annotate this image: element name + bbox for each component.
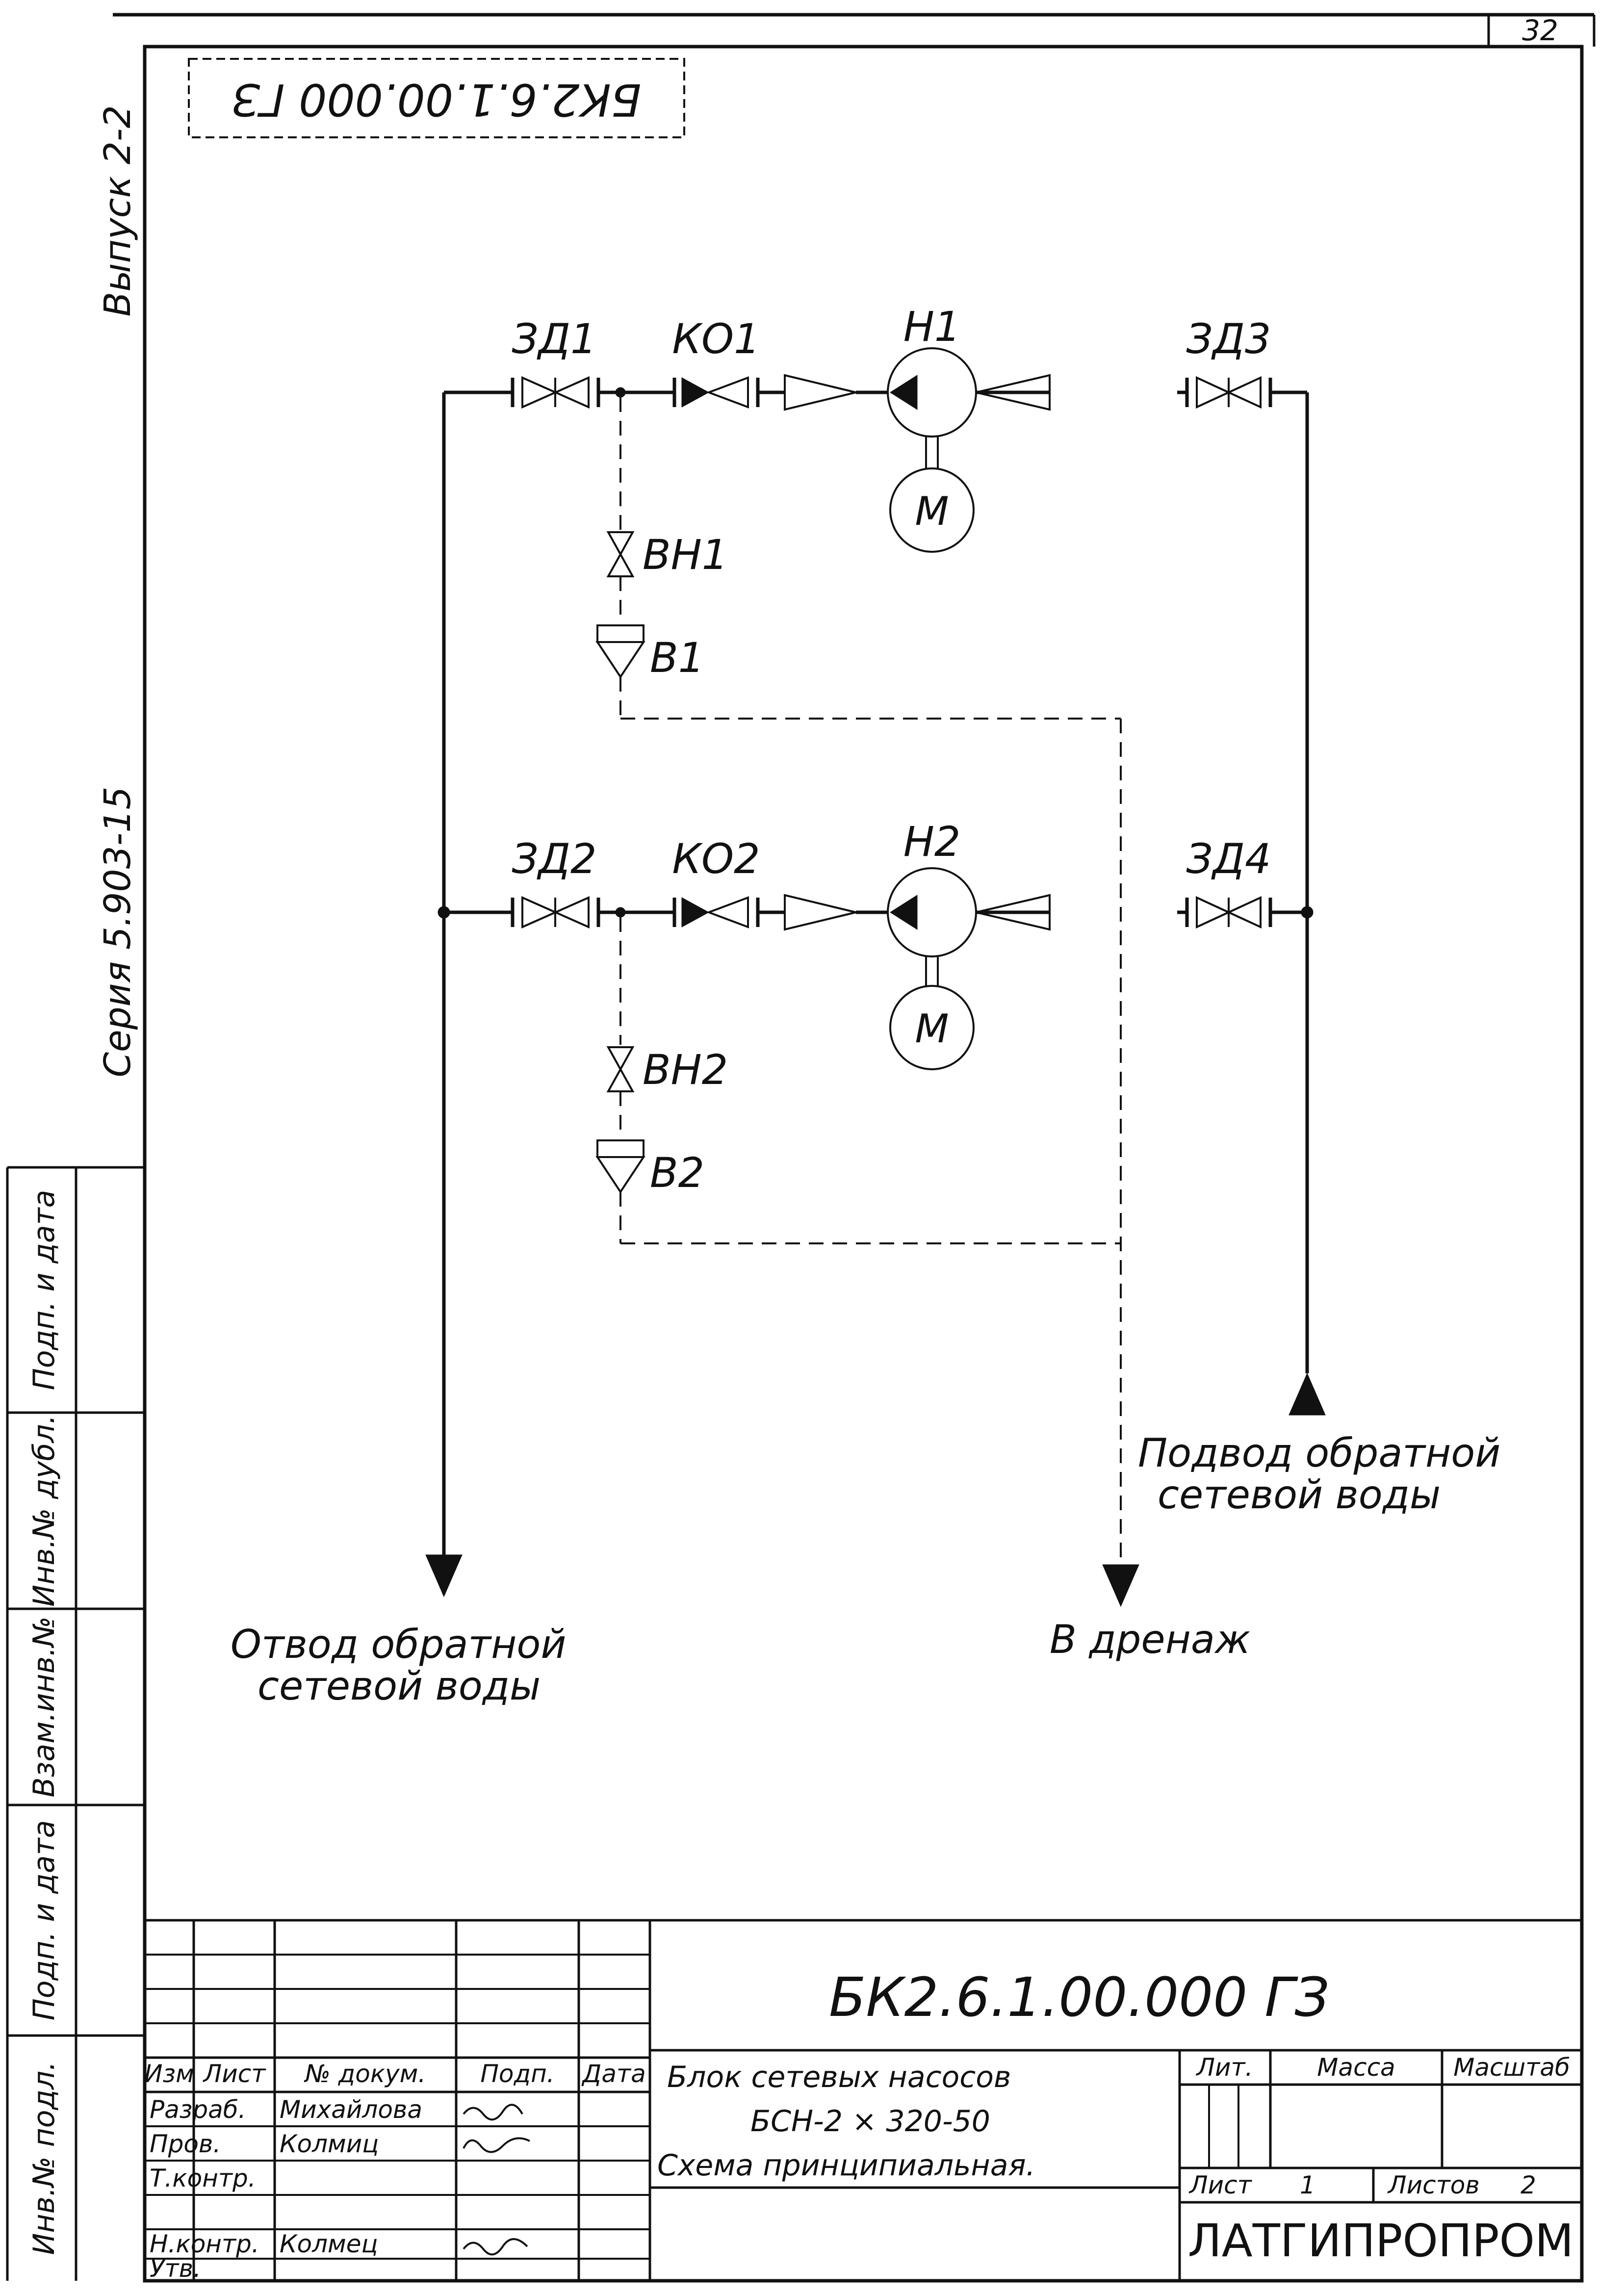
col-header-date: Дата bbox=[581, 2060, 645, 2088]
motor-2 bbox=[889, 985, 975, 1070]
col-header-sheet: Лист bbox=[203, 2060, 267, 2088]
role-tech-control: Т.контр. bbox=[150, 2164, 256, 2192]
sheet-number: 32 bbox=[1522, 14, 1558, 47]
title-block bbox=[145, 1919, 1582, 2281]
title-name-line2: БСН-2 × 320-50 bbox=[750, 2104, 990, 2139]
left-stamp-strip bbox=[6, 1166, 145, 2281]
role-approver: Утв. bbox=[150, 2254, 201, 2283]
name-checker: Колмиц bbox=[280, 2130, 379, 2158]
pump-n1 bbox=[887, 347, 977, 468]
pump-n2 bbox=[887, 867, 977, 986]
drawing-frame bbox=[113, 13, 1596, 2283]
sheet-label: Лист bbox=[1188, 2171, 1253, 2199]
drain-collector bbox=[1102, 719, 1139, 1607]
pump-line-2 bbox=[438, 906, 1314, 919]
inlet-note-line2: сетевой воды bbox=[1158, 1472, 1441, 1518]
series-label: Серия 5.903-15 bbox=[97, 786, 139, 1077]
title-designation: БК2.6.1.00.000 ГЗ bbox=[829, 1966, 1329, 2029]
check-valve-ko2 bbox=[672, 896, 760, 928]
organization-name: ЛАТГИПРОПРОМ bbox=[1188, 2215, 1574, 2267]
drain-note: В дренаж bbox=[1050, 1617, 1250, 1662]
label-n2: Н2 bbox=[903, 818, 961, 866]
label-n1: Н1 bbox=[903, 303, 961, 351]
reducer-1-left bbox=[784, 374, 856, 411]
col-header-doc-number: № докум. bbox=[304, 2060, 426, 2088]
reducer-1-right bbox=[976, 374, 1051, 411]
title-name-line1: Блок сетевых насосов bbox=[667, 2060, 1011, 2094]
margin-field-replace-inv: Взам.инв.№ bbox=[27, 1616, 61, 1797]
outlet-note-line1: Отвод обратной bbox=[231, 1622, 566, 1667]
sheets-value: 2 bbox=[1521, 2171, 1536, 2199]
motor-1 bbox=[889, 467, 975, 553]
margin-field-sign-date-2: Подп. и дата bbox=[27, 1820, 61, 2021]
motor-1-label: М bbox=[915, 489, 949, 534]
role-norm-control: Н.контр. bbox=[150, 2230, 259, 2258]
issue-label: Выпуск 2-2 bbox=[97, 105, 139, 316]
scale-label: Масштаб bbox=[1453, 2053, 1570, 2082]
label-vn2: ВН2 bbox=[643, 1046, 728, 1094]
margin-field-sign-date-1: Подп. и дата bbox=[27, 1190, 61, 1391]
motor-2-label: М bbox=[915, 1006, 949, 1052]
sheets-label: Листов bbox=[1387, 2171, 1480, 2199]
label-zd3: ЗД3 bbox=[1186, 315, 1271, 363]
gate-valve-zd3 bbox=[1185, 376, 1272, 409]
margin-field-dup-inv: Инв.№ дубл. bbox=[27, 1415, 61, 1606]
sheet-value: 1 bbox=[1300, 2171, 1315, 2199]
label-v1: В1 bbox=[650, 634, 704, 682]
label-zd4: ЗД4 bbox=[1186, 835, 1271, 883]
inlet-note-line1: Подвод обратной bbox=[1138, 1430, 1500, 1476]
name-developer: Михайлова bbox=[280, 2095, 422, 2124]
check-valve-ko1 bbox=[672, 376, 760, 409]
right-collector-pipe bbox=[1289, 392, 1326, 1416]
col-header-signature: Подп. bbox=[480, 2060, 554, 2088]
gate-valve-zd4 bbox=[1185, 896, 1272, 929]
gate-valve-zd2 bbox=[511, 896, 600, 929]
signature-norm-control bbox=[463, 2238, 528, 2256]
reducer-2-right bbox=[976, 894, 1051, 931]
label-ko2: КО2 bbox=[672, 835, 760, 883]
label-v2: В2 bbox=[650, 1149, 704, 1197]
label-zd2: ЗД2 bbox=[512, 835, 597, 883]
stamp-code: БК2.6.1.00.000 ГЗ bbox=[232, 74, 642, 125]
drain-branch-1 bbox=[595, 387, 1121, 720]
stamp-code-box: БК2.6.1.00.000 ГЗ bbox=[188, 58, 685, 138]
gate-valve-zd1 bbox=[511, 376, 600, 409]
drain-branch-2 bbox=[595, 907, 1121, 1244]
reducer-2-left bbox=[784, 894, 856, 931]
label-zd1: ЗД1 bbox=[512, 315, 597, 363]
role-developer: Разраб. bbox=[150, 2095, 246, 2124]
label-ko1: КО1 bbox=[672, 315, 760, 363]
signature-developer bbox=[463, 2104, 523, 2121]
mass-label: Масса bbox=[1317, 2053, 1395, 2082]
role-checker: Пров. bbox=[150, 2130, 221, 2158]
title-doc-type: Схема принципиальная. bbox=[657, 2148, 1035, 2183]
signature-checker bbox=[463, 2137, 530, 2153]
name-norm-control: Колмец bbox=[280, 2230, 378, 2258]
label-vn1: ВН1 bbox=[643, 531, 728, 579]
outlet-note-line2: сетевой воды bbox=[258, 1663, 541, 1709]
col-header-change: Изм bbox=[144, 2060, 194, 2088]
lit-label: Лит. bbox=[1195, 2053, 1253, 2082]
left-collector-pipe bbox=[425, 392, 463, 1598]
margin-field-orig-inv: Инв.№ подл. bbox=[27, 2062, 61, 2255]
